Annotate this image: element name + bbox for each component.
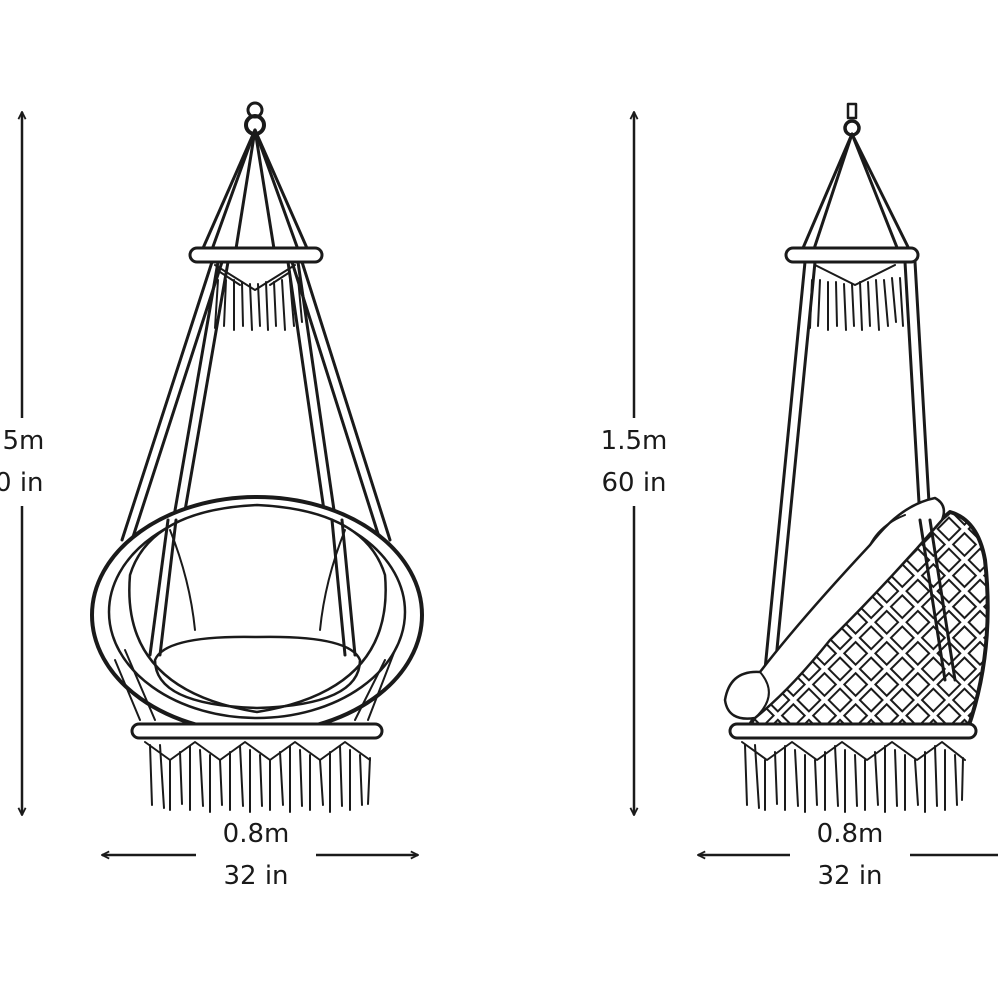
- side-bottom-fringe: [741, 741, 966, 813]
- front-height-label: 1.5m 60 in: [0, 418, 66, 506]
- side-height-imperial: 60 in: [601, 468, 667, 498]
- side-view-chair: [723, 102, 990, 813]
- side-cushion: [723, 496, 946, 720]
- side-width-metric: 0.8m: [816, 819, 884, 849]
- front-width-metric: 0.8m: [222, 819, 290, 849]
- front-width-imperial: 32 in: [223, 861, 289, 891]
- front-cushion: [128, 503, 387, 714]
- front-height-metric: 1.5m: [0, 426, 45, 456]
- side-hook-icon: [843, 102, 861, 137]
- front-height-imperial: 60 in: [0, 468, 44, 498]
- side-height-label: 1.5m 60 in: [579, 418, 689, 506]
- side-netted-shell: [746, 510, 990, 730]
- side-top-fringe: [809, 264, 904, 331]
- front-upper-ropes: [198, 128, 312, 257]
- front-bottom-fringe: [144, 741, 371, 813]
- side-lower-ropes: [760, 260, 932, 702]
- side-height-metric: 1.5m: [600, 426, 668, 456]
- front-view-chair: [90, 101, 424, 813]
- front-top-fringe: [214, 264, 303, 331]
- front-width-label: 0.8m 32 in: [196, 813, 316, 897]
- front-cushion-seat: [153, 635, 362, 710]
- side-bottom-rim: [728, 722, 978, 740]
- front-bottom-rim: [130, 722, 384, 740]
- side-width-imperial: 32 in: [817, 861, 883, 891]
- side-upper-ropes: [798, 132, 914, 257]
- side-width-label: 0.8m 32 in: [790, 813, 910, 897]
- front-top-bar: [188, 246, 324, 264]
- side-top-bar: [784, 246, 920, 264]
